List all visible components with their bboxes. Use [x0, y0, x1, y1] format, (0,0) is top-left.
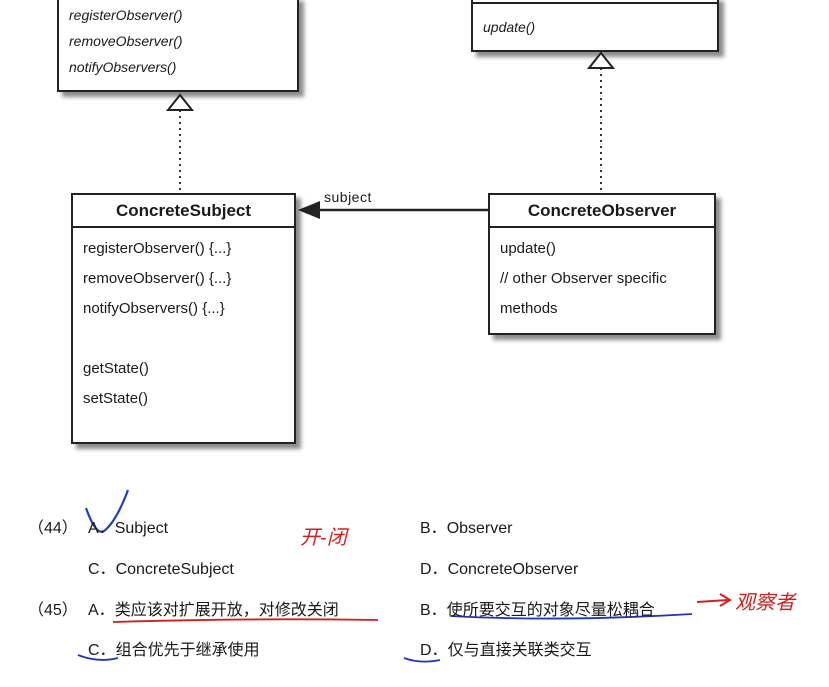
association-label: subject	[324, 189, 372, 205]
annotation-arrow-shaft	[696, 599, 729, 603]
q45-option-b: B．使所要交互的对象尽量松耦合	[420, 596, 655, 620]
co-method-update: update()	[500, 240, 556, 257]
q45-option-d: D．仅与直接关联类交互	[420, 636, 592, 660]
q44-d-letter: D．	[420, 561, 448, 578]
underline-45c	[77, 654, 119, 661]
annotation-arrow-head	[719, 593, 732, 607]
q45-a-letter: A．	[88, 602, 115, 619]
co-method-other: // other Observer specific	[500, 270, 667, 287]
q44-c-text: ConcreteSubject	[115, 561, 234, 578]
realization-arrowhead-observer	[586, 51, 616, 69]
realization-arrowhead-subject	[165, 93, 195, 111]
q45-option-a: A．类应该对扩展开放，对修改关闭	[88, 596, 339, 620]
q45-a-text: 类应该对扩展开放，对修改关闭	[114, 602, 339, 619]
subject-interface-methods: registerObserver() removeObserver() noti…	[59, 0, 297, 80]
q45-option-c: C．组合优先于继承使用	[88, 636, 260, 660]
q44-option-b: B．Observer	[420, 514, 512, 538]
concrete-subject-box: ConcreteSubject registerObserver() {...}…	[71, 193, 296, 444]
q45-b-text: 使所要交互的对象尽量松耦合	[446, 602, 655, 619]
observer-interface-methods: update()	[473, 0, 717, 40]
q44-b-letter: B．	[420, 520, 447, 537]
underline-45a	[112, 618, 379, 623]
cs-method-remove: removeObserver() {...}	[83, 270, 232, 287]
method-update-interface: update()	[483, 19, 536, 35]
q44-option-d: D．ConcreteObserver	[420, 555, 578, 579]
method-remove-observer: removeObserver()	[69, 33, 183, 49]
q45-b-letter: B．	[420, 602, 447, 619]
co-method-methods: methods	[500, 300, 558, 317]
q45-d-letter: D．	[420, 642, 448, 659]
q45-c-letter: C．	[88, 642, 116, 659]
q44-option-a: A．Subject	[88, 514, 168, 538]
q45-number: （45）	[28, 602, 78, 619]
cs-method-set-state: setState()	[83, 390, 149, 407]
observer-interface-divider	[473, 0, 717, 4]
subject-interface-box: registerObserver() removeObserver() noti…	[57, 0, 299, 92]
q44-a-letter: A．	[88, 520, 115, 537]
q44-c-letter: C．	[88, 561, 116, 578]
check-mark	[84, 489, 130, 533]
method-register-observer: registerObserver()	[69, 7, 183, 23]
cs-method-spacer	[83, 324, 294, 354]
observer-interface-box: update()	[471, 0, 719, 52]
q45-d-text: 仅与直接关联类交互	[447, 642, 592, 659]
q44-option-c: C．ConcreteSubject	[88, 555, 234, 579]
cs-method-notify: notifyObservers() {...}	[83, 300, 225, 317]
method-notify-observers: notifyObservers()	[69, 59, 177, 75]
concrete-observer-box: ConcreteObserver update() // other Obser…	[488, 193, 716, 335]
underline-45b	[450, 613, 693, 620]
q44-b-text: Observer	[446, 520, 513, 537]
concrete-subject-methods: registerObserver() {...} removeObserver(…	[73, 228, 294, 414]
concrete-subject-title: ConcreteSubject	[73, 195, 294, 228]
q45-c-text: 组合优先于继承使用	[115, 642, 260, 659]
concrete-observer-methods: update() // other Observer specific meth…	[490, 228, 714, 324]
underline-45d	[403, 657, 441, 663]
concrete-observer-title: ConcreteObserver	[490, 195, 714, 228]
cs-method-get-state: getState()	[83, 360, 149, 377]
association-arrowhead	[298, 201, 320, 219]
q44-a-text: Subject	[114, 520, 169, 537]
cs-method-register: registerObserver() {...}	[83, 240, 232, 257]
q44-d-text: ConcreteObserver	[447, 561, 579, 578]
handwritten-note-44: 开-闭	[300, 525, 347, 549]
q44-number: （44）	[28, 520, 78, 537]
handwritten-note-45: 观察者	[735, 590, 795, 614]
